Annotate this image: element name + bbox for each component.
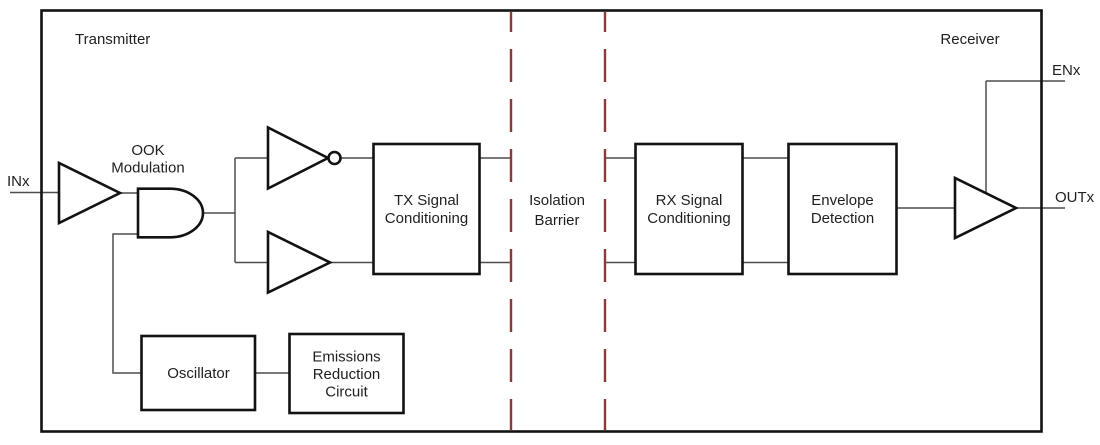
wire-oscillator-to-andgate <box>112 233 142 374</box>
ook-modulation-label-line1: OOK <box>131 142 164 159</box>
noninverting-buffer-icon <box>266 229 333 295</box>
inverter-icon <box>266 125 331 191</box>
tx-block-label-line1: TX Signal <box>394 192 459 209</box>
isolation-barrier-label-line2: Barrier <box>534 212 579 229</box>
envelope-block-label-line1: Envelope <box>811 192 874 209</box>
emissions-reduction-block <box>288 332 405 415</box>
inx-port-label: INx <box>7 173 30 190</box>
envelope-detection-block <box>787 142 898 276</box>
isolation-barrier-label-line1: Isolation <box>529 192 585 209</box>
envelope-block-label-line2: Detection <box>811 210 874 227</box>
input-buffer-icon <box>57 160 123 226</box>
inverter-bubble-icon <box>327 150 342 166</box>
and-gate-icon <box>136 187 205 239</box>
output-buffer-icon <box>953 175 1019 241</box>
emissions-block-label-line2: Reduction <box>313 366 381 383</box>
oscillator-block <box>140 334 257 412</box>
tx-signal-conditioning-block <box>372 142 481 276</box>
tx-block-label-line2: Conditioning <box>385 210 468 227</box>
rx-block-label-line2: Conditioning <box>647 210 730 227</box>
outx-port-label: OUTx <box>1055 189 1095 206</box>
enx-port-label: ENx <box>1052 62 1081 79</box>
emissions-block-label-line1: Emissions <box>312 349 380 366</box>
oscillator-block-label: Oscillator <box>167 365 230 382</box>
chip-boundary <box>40 9 1043 433</box>
rx-block-label-line1: RX Signal <box>656 192 723 209</box>
emissions-block-label-line3: Circuit <box>325 384 368 401</box>
ook-modulation-label-line2: Modulation <box>111 160 184 177</box>
receiver-label: Receiver <box>940 31 999 48</box>
transmitter-label: Transmitter <box>75 31 150 48</box>
rx-signal-conditioning-block <box>634 142 744 276</box>
